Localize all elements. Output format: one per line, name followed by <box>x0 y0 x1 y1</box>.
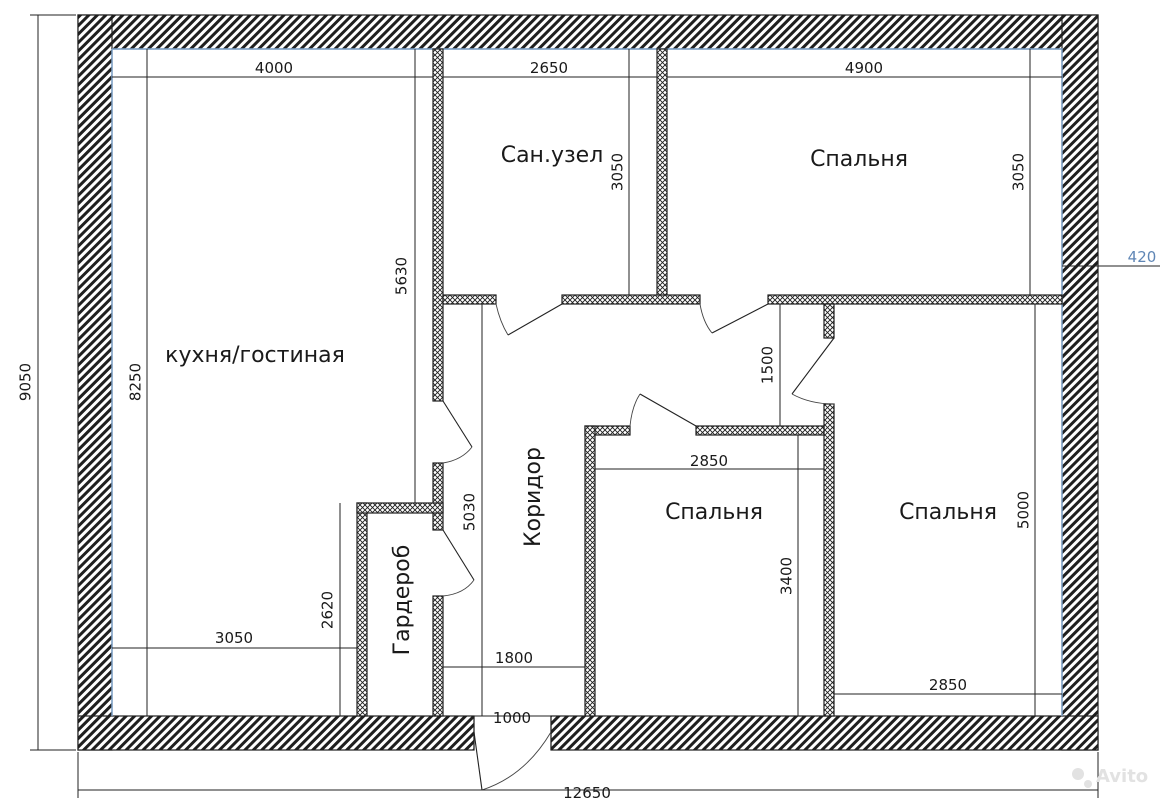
door-bedroom-top-arc <box>699 303 713 334</box>
dim-label-corridor-step: 1500 <box>759 346 777 384</box>
door-wardrobe-leaf <box>442 529 475 581</box>
door-bedroom-right-leaf <box>791 337 835 395</box>
dim-label-bedroom-top-width: 4900 <box>845 59 883 77</box>
dim-label-bathroom-width: 2650 <box>530 59 568 77</box>
room-label-bedroom-right: Спальня <box>899 500 997 525</box>
wall-right-bedroom-upper <box>823 303 835 339</box>
door-entrance-leaf <box>473 731 483 791</box>
outer-walls <box>77 14 1099 751</box>
avito-watermark: Avito <box>1072 766 1148 788</box>
dim-label-wardrobe-height: 2620 <box>319 591 337 629</box>
wall-kitchen-corridor-upper <box>432 48 444 402</box>
door-wardrobe-arc <box>442 579 475 597</box>
wall-wardrobe-left <box>356 502 368 717</box>
outer-wall-inner-edge <box>111 48 1063 716</box>
outer-wall-bottom-right <box>550 715 1099 751</box>
dimension-lines <box>30 14 1160 798</box>
door-bedroom-right-arc <box>791 393 835 405</box>
wall-wardrobe-top <box>356 502 444 514</box>
door-bathroom-leaf <box>507 303 563 336</box>
wall-kitchen-corridor-lower <box>432 462 444 531</box>
dim-label-bedroom-right-height: 5000 <box>1015 491 1033 529</box>
dim-label-bedroom-mid-width: 2850 <box>690 452 728 470</box>
wall-mid-bedroom-left <box>584 425 596 717</box>
dim-label-bedroom-top-height: 3050 <box>1010 153 1028 191</box>
room-label-bathroom: Сан.узел <box>501 143 604 168</box>
door-kitchen-arc <box>442 446 473 464</box>
wall-corridor-wardrobe <box>432 595 444 717</box>
doors <box>442 303 835 791</box>
wall-mid-bedroom-top-right <box>695 425 825 436</box>
wall-right-bedroom-lower <box>823 403 835 717</box>
avito-logo-icon <box>1072 768 1084 780</box>
door-bedroom-mid-arc <box>629 393 641 427</box>
dim-label-corridor-width: 1800 <box>495 649 533 667</box>
wall-bedroom-top-bottom <box>767 294 1063 305</box>
dim-label-bedroom-mid-height: 3400 <box>778 557 796 595</box>
wall-bath-bedroom <box>656 48 668 299</box>
outer-wall-right <box>1061 14 1099 751</box>
wall-bath-bottom-right <box>561 294 701 305</box>
room-label-wardrobe: Гардероб <box>390 545 415 656</box>
dim-label-bedroom-right-width: 2850 <box>929 676 967 694</box>
interior-walls <box>356 48 1063 717</box>
outer-wall-bottom-left <box>77 715 475 751</box>
door-bathroom-arc <box>495 303 509 336</box>
avito-logo-icon-dot <box>1084 780 1092 788</box>
wall-bath-bottom-left <box>442 294 497 305</box>
dim-label-kitchen-bottom-width: 3050 <box>215 629 253 647</box>
dim-label-kitchen-width: 4000 <box>255 59 293 77</box>
door-bedroom-mid-leaf <box>639 393 697 427</box>
dim-label-entrance-width: 1000 <box>493 709 531 727</box>
dim-label-kitchen-inner-height: 5630 <box>393 257 411 295</box>
dim-label-corridor-length: 5030 <box>461 493 479 531</box>
room-labels: кухня/гостиная Сан.узел Спальня Спальня … <box>165 143 997 655</box>
door-entrance-arc <box>481 731 552 791</box>
dim-label-overall-height: 9050 <box>17 363 35 401</box>
outer-wall-left <box>77 14 113 751</box>
outer-wall-top <box>77 14 1099 50</box>
room-label-corridor: Коридор <box>521 447 546 547</box>
dim-label-overall-width: 12650 <box>563 784 611 802</box>
room-label-bedroom-top: Спальня <box>810 147 908 172</box>
room-label-bedroom-mid: Спальня <box>665 500 763 525</box>
dim-label-kitchen-height: 8250 <box>127 363 145 401</box>
dimension-labels: 12650 9050 4000 2650 4900 3050 3050 420 … <box>17 59 1157 802</box>
door-kitchen-leaf <box>442 400 473 448</box>
room-label-kitchen: кухня/гостиная <box>165 343 345 368</box>
door-bedroom-top-leaf <box>711 303 769 334</box>
dim-label-bathroom-height: 3050 <box>609 153 627 191</box>
dim-label-outer-wall: 420 <box>1128 248 1157 266</box>
avito-watermark-text: Avito <box>1096 766 1148 787</box>
